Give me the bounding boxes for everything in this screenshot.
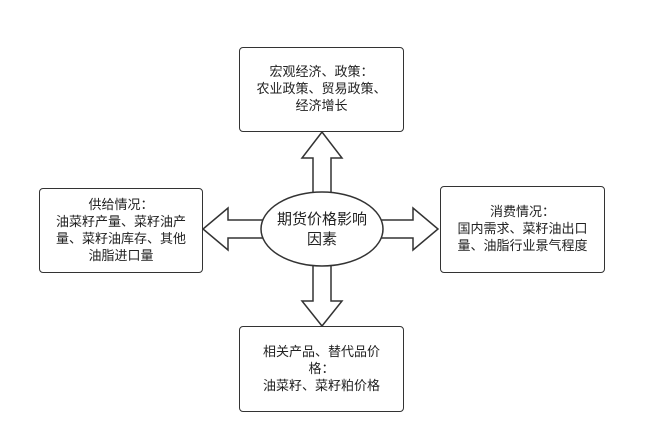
- node-macro-economy-policy: 宏观经济、政策： 农业政策、贸易政策、 经济增长: [239, 47, 404, 132]
- arrow-down: [300, 263, 344, 328]
- arrow-left: [201, 206, 266, 252]
- bottom-line-2: 格：: [308, 361, 335, 377]
- center-ellipse: [260, 191, 384, 267]
- node-related-substitute-prices: 相关产品、替代品价 格： 油菜籽、菜籽粕价格: [239, 326, 404, 412]
- node-supply: 供给情况： 油菜籽产量、菜籽油产 量、菜籽油库存、其他 油脂进口量: [39, 188, 203, 273]
- left-line-3: 量、菜籽油库存、其他: [55, 231, 186, 247]
- right-line-1: 消费情况：: [489, 205, 555, 220]
- center-line-1: 期货价格影响: [276, 210, 367, 228]
- center-line-2: 因素: [306, 230, 337, 248]
- left-line-1: 供给情况：: [88, 197, 154, 213]
- center-node-label: 期货价格影响 因素: [261, 197, 383, 261]
- top-line-3: 经济增长: [295, 99, 348, 114]
- node-consumption: 消费情况： 国内需求、菜籽油出口 量、油脂行业景气程度: [440, 186, 605, 273]
- top-line-2: 农业政策、贸易政策、: [256, 82, 387, 97]
- top-line-1: 宏观经济、政策：: [269, 65, 374, 80]
- right-line-3: 量、油脂行业景气程度: [457, 239, 588, 254]
- left-line-4: 油脂进口量: [88, 248, 154, 264]
- arrow-right: [378, 206, 440, 252]
- left-line-2: 油菜籽产量、菜籽油产: [55, 214, 186, 230]
- bottom-line-1: 相关产品、替代品价: [262, 344, 380, 360]
- bottom-line-3: 油菜籽、菜籽粕价格: [262, 378, 380, 394]
- arrow-up: [300, 130, 344, 195]
- right-line-2: 国内需求、菜籽油出口: [457, 222, 588, 237]
